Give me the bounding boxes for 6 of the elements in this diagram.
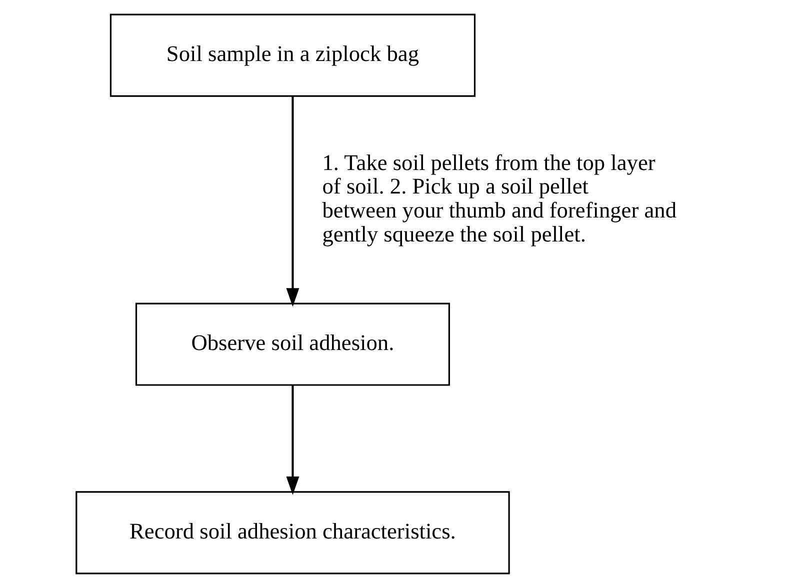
node-box: Record soil adhesion characteristics. — [75, 491, 510, 574]
edge-label: 1. Take soil pellets from the top layer of soil. 2. Pick up a soil pellet between your thumb and forefinger and gently squeeze the soil pellet. — [322, 150, 676, 247]
node-box: Soil sample in a ziplock bag — [109, 14, 476, 97]
arrow — [286, 96, 299, 307]
arrow — [286, 385, 299, 495]
node-box: Observe soil adhesion. — [134, 302, 450, 386]
